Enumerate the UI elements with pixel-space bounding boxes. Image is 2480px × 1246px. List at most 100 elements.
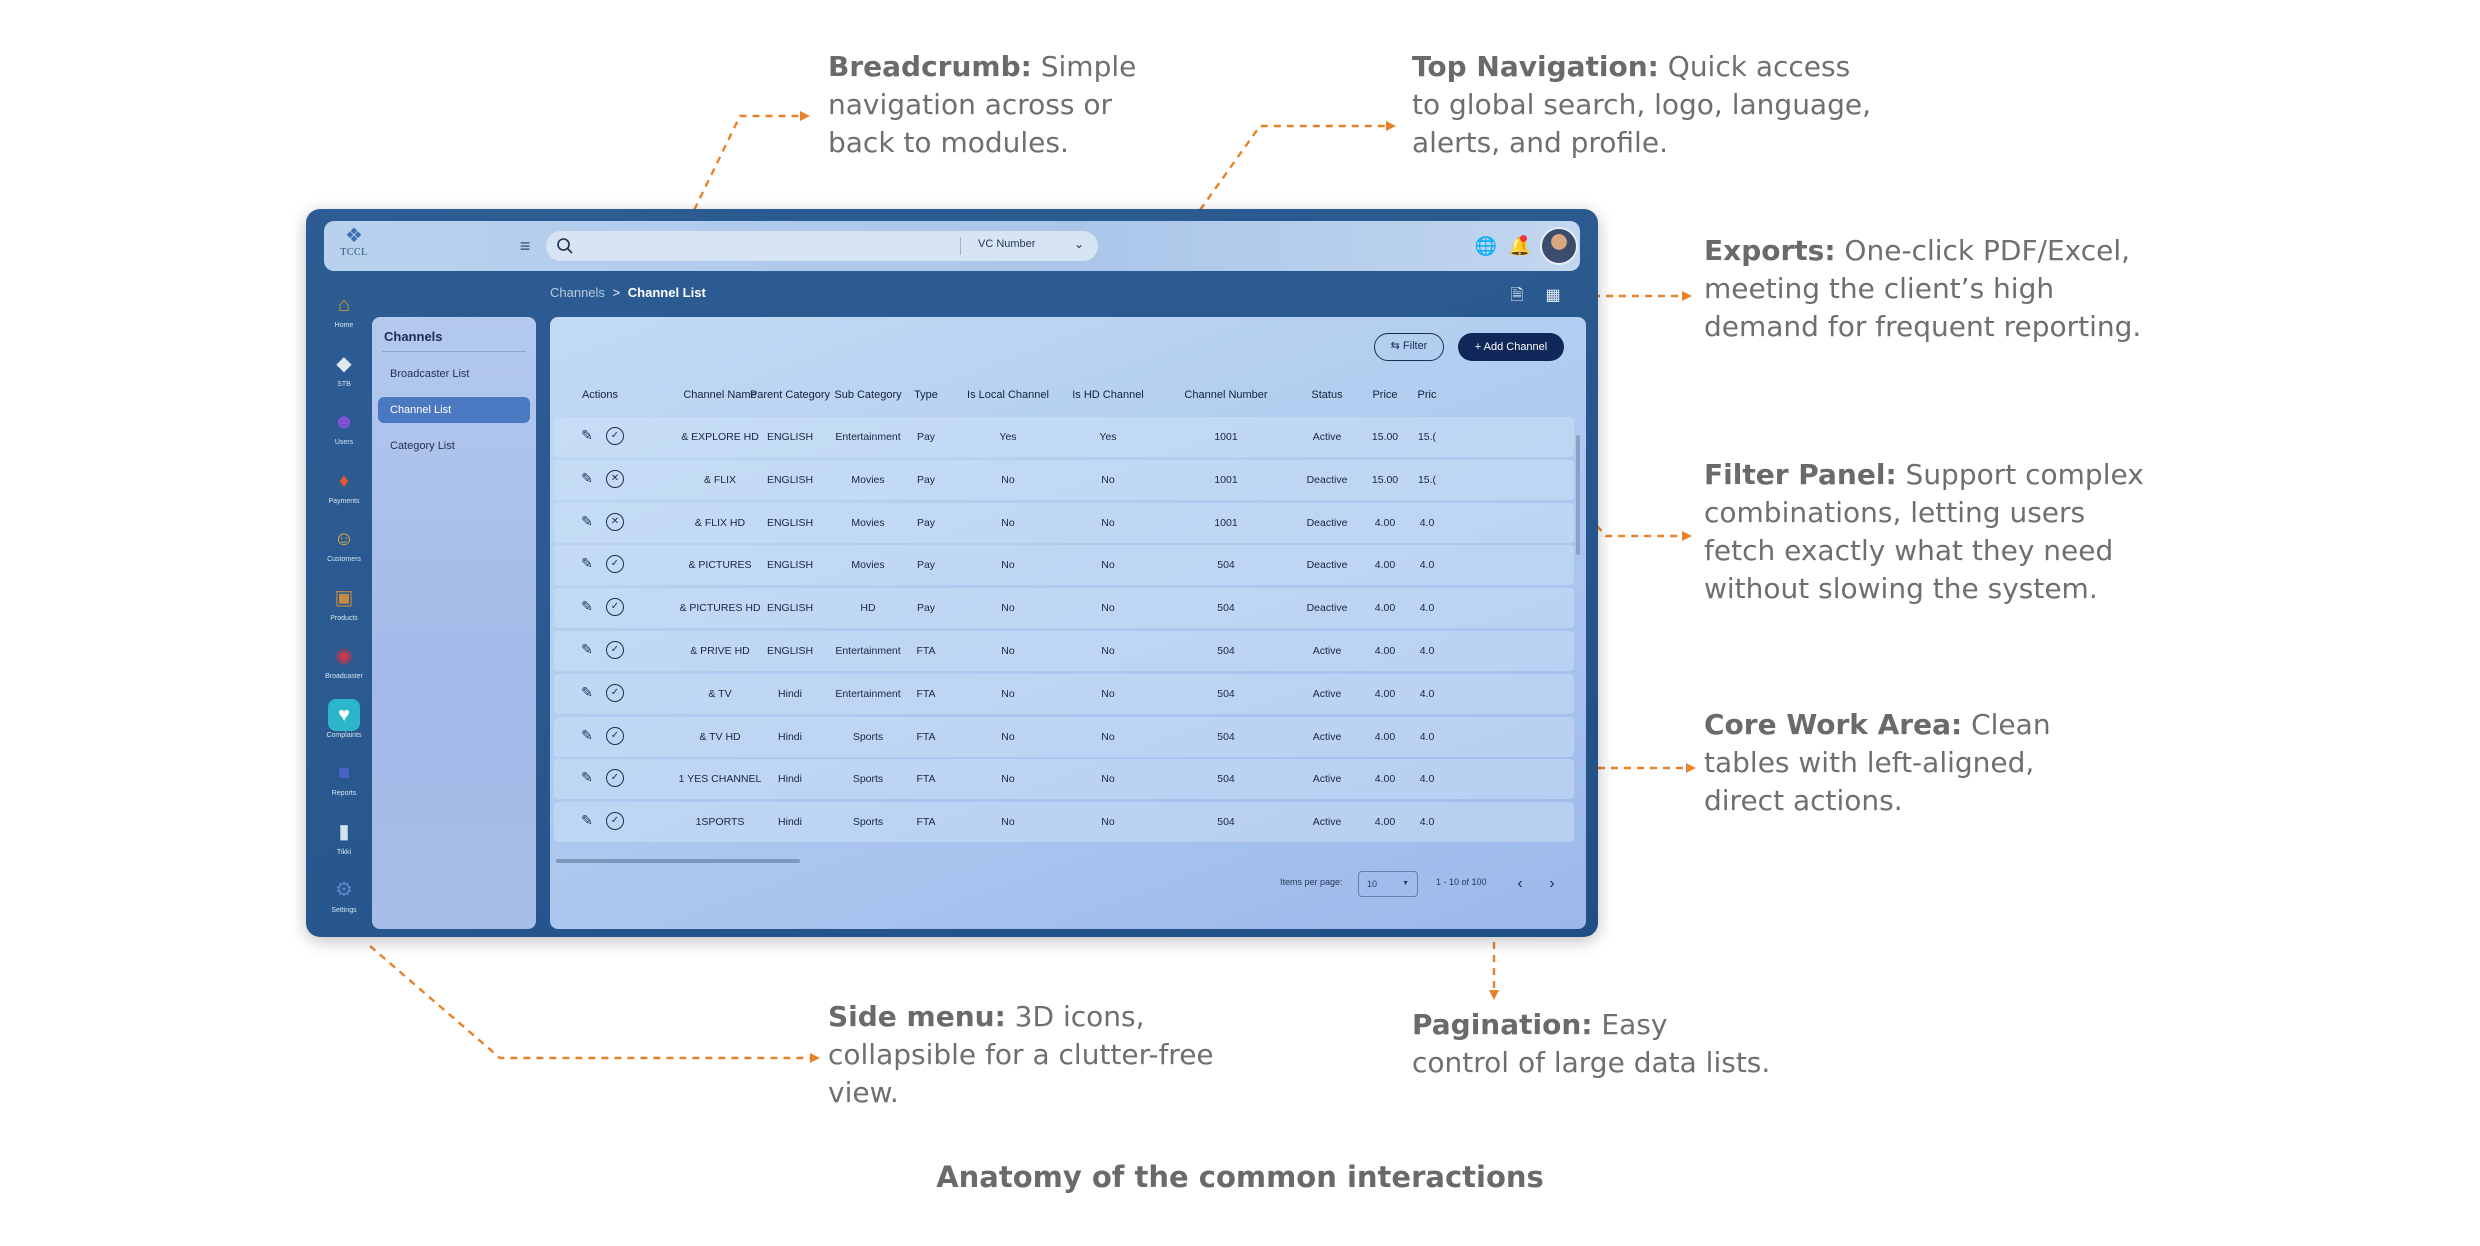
- breadcrumb-parent[interactable]: Channels: [550, 285, 605, 300]
- vertical-scrollbar[interactable]: [1576, 435, 1580, 555]
- activate-check-icon[interactable]: ✓: [606, 683, 624, 702]
- table-cell: Entertainment: [835, 431, 901, 443]
- table-cell: No: [1101, 473, 1115, 486]
- edit-icon[interactable]: ✎: [581, 641, 593, 657]
- global-search[interactable]: VC Number ⌄: [546, 231, 1098, 261]
- column-header[interactable]: Status: [1311, 389, 1343, 401]
- table-cell: Hindi: [778, 730, 802, 743]
- table-cell: FTA: [916, 687, 936, 700]
- table-cell: No: [1001, 816, 1015, 829]
- horizontal-scrollbar[interactable]: [556, 859, 800, 863]
- table-cell: FTA: [916, 645, 936, 657]
- items-per-page-select[interactable]: 10 ▼: [1358, 871, 1418, 897]
- table-cell: 4.0: [1419, 602, 1435, 615]
- column-header[interactable]: Type: [914, 389, 938, 401]
- menu-collapse-icon[interactable]: ≡: [519, 236, 531, 256]
- activate-check-icon[interactable]: ✓: [606, 598, 624, 617]
- sidebar-item-payments[interactable]: ♦Payments: [318, 465, 370, 505]
- activate-check-icon[interactable]: ✓: [606, 726, 624, 745]
- sidebar-item-broadcaster[interactable]: ◉Broadcaster: [318, 640, 370, 680]
- search-type-select[interactable]: VC Number: [978, 238, 1036, 250]
- table-cell: No: [1101, 730, 1115, 743]
- sidebar-item-label: Users: [334, 439, 354, 446]
- table-cell: Yes: [999, 431, 1017, 443]
- column-header[interactable]: Sub Category: [834, 389, 902, 401]
- avatar[interactable]: [1540, 227, 1578, 265]
- activate-check-icon[interactable]: ✓: [606, 812, 624, 831]
- activate-check-icon[interactable]: ✓: [606, 555, 624, 574]
- table-cell: 4.00: [1374, 516, 1396, 529]
- deactivate-icon[interactable]: ✕: [606, 512, 624, 531]
- edit-icon[interactable]: ✎: [581, 812, 593, 829]
- prev-page-icon[interactable]: ‹: [1517, 875, 1523, 892]
- table-cell: Movies: [851, 473, 885, 486]
- deactivate-icon[interactable]: ✕: [606, 469, 624, 488]
- table-cell: Sports: [852, 773, 884, 786]
- subnav-item-channel-list[interactable]: Channel List: [378, 397, 530, 423]
- subnav-item-broadcaster-list[interactable]: Broadcaster List: [390, 368, 470, 380]
- sidebar-item-complaints[interactable]: ♥Complaints: [318, 698, 370, 739]
- figure-caption: Anatomy of the common interactions: [936, 1160, 1544, 1194]
- sidebar-item-reports[interactable]: ■Reports: [318, 757, 370, 797]
- table-cell: 1001: [1214, 431, 1238, 443]
- table-cell: 4.0: [1419, 773, 1435, 786]
- sidebar-item-customers[interactable]: ☺Customers: [318, 523, 370, 563]
- sidebar-item-label: Home: [334, 322, 354, 329]
- sidebar-item-stb[interactable]: ◆STB: [318, 348, 370, 388]
- subnav-divider: [382, 351, 526, 352]
- edit-icon[interactable]: ✎: [581, 769, 593, 786]
- table-cell: Yes: [1099, 431, 1117, 443]
- table-cell: No: [1001, 516, 1015, 529]
- column-header[interactable]: Parent Category: [749, 389, 831, 401]
- table-cell: & TV HD: [699, 730, 741, 743]
- filter-button[interactable]: ⇆ Filter: [1374, 333, 1444, 361]
- edit-icon[interactable]: ✎: [581, 469, 593, 486]
- column-header[interactable]: Price: [1372, 389, 1398, 401]
- sidebar-item-tikki[interactable]: ▮Tikki: [318, 816, 370, 856]
- sidebar-item-products[interactable]: ▣Products: [318, 582, 370, 622]
- edit-icon[interactable]: ✎: [581, 555, 593, 572]
- chevron-down-icon[interactable]: ⌄: [1074, 237, 1085, 251]
- column-header[interactable]: Is Local Channel: [967, 389, 1049, 401]
- activate-check-icon[interactable]: ✓: [606, 427, 624, 445]
- column-header[interactable]: Actions: [581, 389, 619, 401]
- language-globe-icon[interactable]: 🌐: [1474, 236, 1498, 256]
- edit-icon[interactable]: ✎: [581, 598, 593, 615]
- column-header[interactable]: Is HD Channel: [1072, 389, 1144, 401]
- column-header[interactable]: Channel Number: [1184, 389, 1268, 401]
- column-header[interactable]: Channel Name: [683, 389, 757, 401]
- table-cell: HD: [860, 602, 876, 615]
- add-channel-button[interactable]: + Add Channel: [1458, 333, 1564, 361]
- export-excel-icon[interactable]: ▦: [1545, 287, 1561, 304]
- export-pdf-icon[interactable]: 🗎: [1510, 287, 1524, 304]
- edit-icon[interactable]: ✎: [581, 512, 593, 529]
- sidebar-item-home[interactable]: ⌂Home: [318, 289, 370, 329]
- pagination-range: 1 - 10 of 100: [1436, 877, 1487, 887]
- sidebar-item-users[interactable]: ☻Users: [318, 406, 370, 446]
- activate-check-icon[interactable]: ✓: [606, 641, 624, 659]
- next-page-icon[interactable]: ›: [1549, 875, 1555, 892]
- caret-down-icon: ▼: [1402, 880, 1409, 887]
- edit-icon[interactable]: ✎: [581, 683, 593, 700]
- logo[interactable]: ❖ TCCL: [334, 225, 374, 267]
- items-per-page-label: Items per page:: [1280, 877, 1343, 887]
- table-cell: FTA: [916, 730, 936, 743]
- edit-icon[interactable]: ✎: [581, 427, 593, 443]
- sidebar-item-label: Products: [330, 614, 358, 622]
- edit-icon[interactable]: ✎: [581, 726, 593, 743]
- sidebar-item-settings[interactable]: ⚙Settings: [318, 874, 370, 914]
- subnav-item-category-list[interactable]: Category List: [390, 440, 455, 452]
- column-header[interactable]: Pric: [1417, 389, 1437, 401]
- activate-check-icon[interactable]: ✓: [606, 769, 624, 788]
